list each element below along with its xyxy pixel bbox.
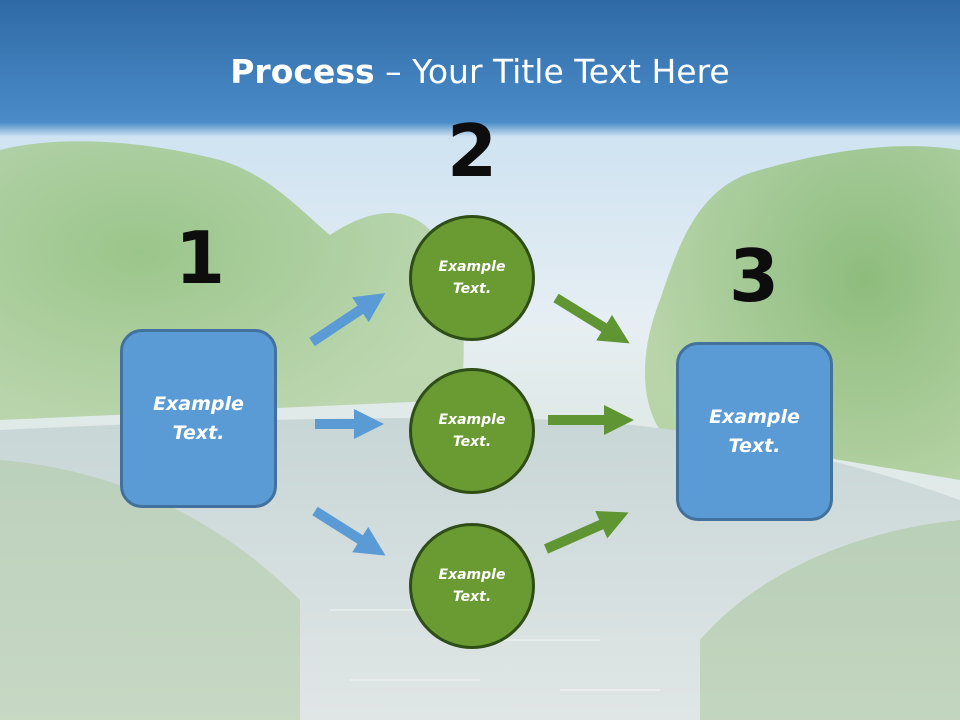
step-2-text-2: Example Text. (438, 411, 506, 450)
step-2-circle-1: Example Text. (409, 215, 535, 341)
arrow-2a-to-3 (553, 293, 630, 344)
step-2-circle-2: Example Text. (409, 368, 535, 494)
step-number-2: 2 (446, 109, 498, 193)
arrow-1-to-2a (309, 293, 386, 347)
step-1-box: Example Text. (120, 329, 277, 508)
step-2-text-1: Example Text. (438, 258, 506, 297)
title-bold: Process (230, 52, 375, 91)
arrow-2c-to-3 (543, 510, 629, 554)
step-2-text-3: Example Text. (438, 566, 506, 605)
step-number-1: 1 (174, 216, 226, 300)
step-number-3: 3 (728, 234, 780, 318)
title-rest: – Your Title Text Here (374, 52, 730, 91)
arrow-1-to-2c (312, 506, 386, 556)
step-2-circle-3: Example Text. (409, 523, 535, 649)
slide-title: Process – Your Title Text Here (0, 52, 960, 91)
step-3-text: Example Text. (709, 406, 800, 457)
step-3-box: Example Text. (676, 342, 833, 521)
step-1-text: Example Text. (153, 393, 244, 444)
